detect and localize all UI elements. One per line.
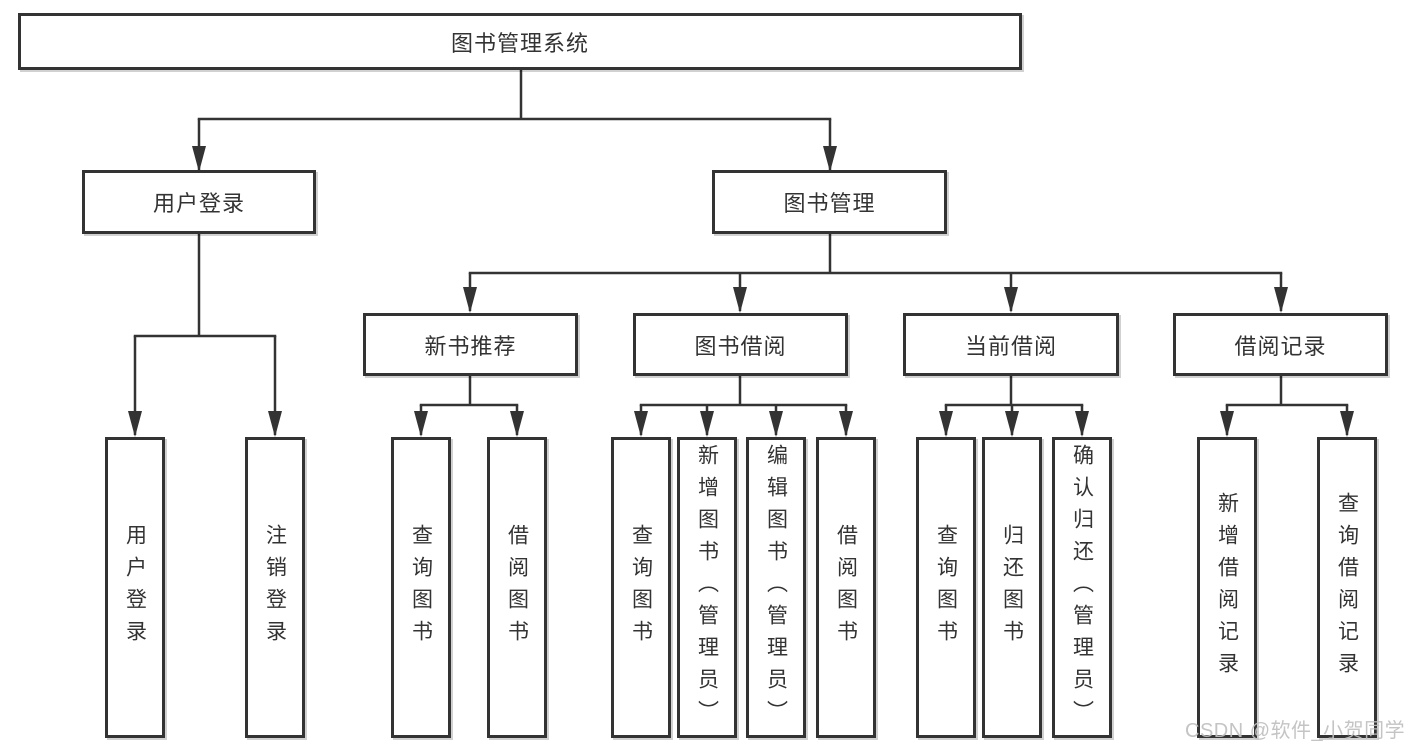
leaf-query-books-3: 查询图书 [916, 437, 976, 738]
connector-book-borrow [639, 376, 848, 407]
leaf-query-books: 查询图书 [391, 437, 451, 738]
connector-user-login [133, 234, 277, 338]
node-new-book-recommend: 新书推荐 [363, 313, 578, 376]
leaf-edit-book-admin: 编辑图书（管理员） [746, 437, 806, 738]
node-user-login: 用户登录 [82, 170, 316, 234]
leaf-query-books-2: 查询图书 [611, 437, 671, 738]
connector-book-management [468, 234, 1283, 275]
connector-new-book-recommend [419, 376, 519, 407]
connector-current-borrow [944, 376, 1084, 407]
csdn-watermark: CSDN @软件_小贺同学 [1185, 720, 1405, 742]
leaf-add-borrow-record: 新增借阅记录 [1197, 437, 1257, 738]
leaf-return-books: 归还图书 [982, 437, 1042, 738]
leaf-query-borrow-record: 查询借阅记录 [1317, 437, 1377, 738]
node-book-management: 图书管理 [712, 170, 947, 234]
connector-borrow-records [1225, 376, 1349, 407]
leaf-confirm-return-admin: 确认归还（管理员） [1052, 437, 1112, 738]
leaf-user-login: 用户登录 [105, 437, 165, 738]
leaf-borrow-books-2: 借阅图书 [816, 437, 876, 738]
node-borrow-records: 借阅记录 [1173, 313, 1388, 376]
node-current-borrow: 当前借阅 [903, 313, 1119, 376]
connector-root [197, 70, 832, 121]
leaf-borrow-books: 借阅图书 [487, 437, 547, 738]
node-root: 图书管理系统 [18, 13, 1022, 70]
leaf-add-book-admin: 新增图书（管理员） [677, 437, 737, 738]
leaf-logout: 注销登录 [245, 437, 305, 738]
node-book-borrow: 图书借阅 [633, 313, 848, 376]
